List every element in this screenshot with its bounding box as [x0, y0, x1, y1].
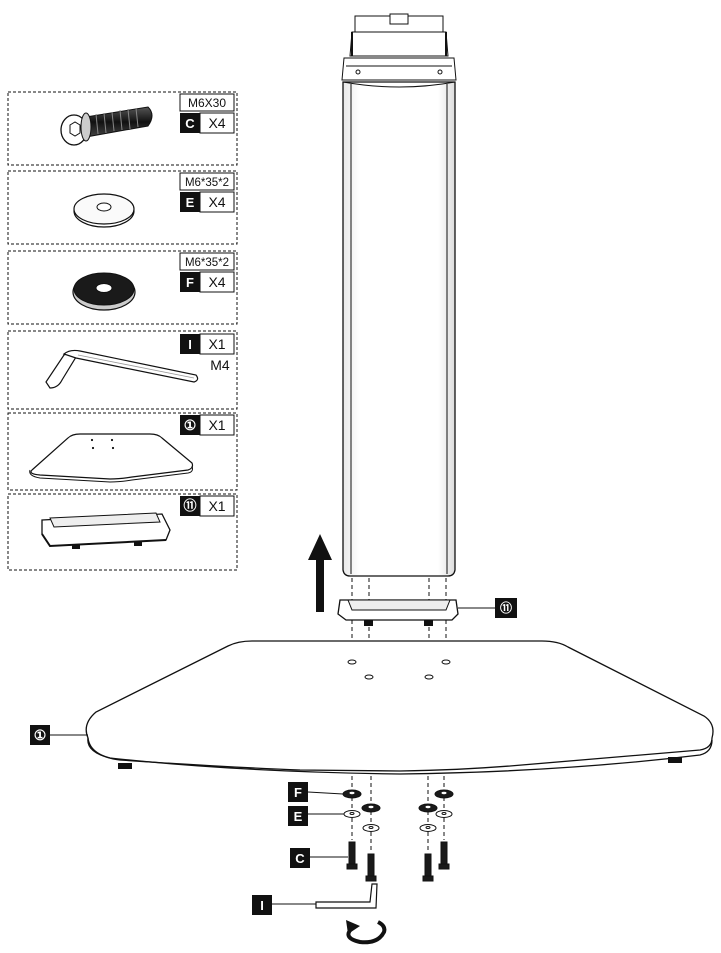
part-letter-bracket: ⑪: [183, 498, 196, 513]
washer-f-right2: [418, 803, 438, 813]
callout-base-label: ①: [34, 727, 47, 743]
column: [342, 81, 456, 577]
callout-e-label: E: [294, 809, 303, 824]
part-qty-c: X4: [208, 115, 225, 131]
callout-bracket: ⑪: [458, 598, 517, 618]
base-plate: [85, 640, 714, 775]
callout-e: E: [288, 806, 344, 826]
part-qty-base: X1: [208, 417, 225, 433]
washer-f-right: [434, 789, 454, 799]
washer-f-left: [342, 789, 362, 799]
part-letter-e: E: [186, 195, 195, 210]
callout-c-label: C: [295, 851, 305, 866]
callout-f: F: [288, 782, 344, 802]
part-box-bracket: [7, 493, 238, 571]
part-spec-e: M6*35*2: [185, 177, 229, 189]
bolt-right-1: [422, 853, 434, 882]
washer-e-image: [73, 193, 135, 228]
part-box-i: [7, 330, 238, 410]
bracket-image: [41, 512, 171, 549]
label-spec-f: M6*35*2 F X4: [179, 252, 235, 293]
label-spec-i: I X1 M4: [180, 333, 235, 373]
part-qty-bracket: X1: [208, 498, 225, 514]
base-plate-image: [29, 433, 194, 483]
part-spec-i: M4: [210, 357, 230, 373]
up-arrow-icon: [308, 534, 332, 612]
part-spec-c: M6X30: [188, 96, 226, 110]
part-spec-f: M6*35*2: [185, 257, 229, 269]
parts-list: [7, 91, 238, 571]
part-box-e: [7, 170, 238, 245]
bolt-c-image: [60, 106, 153, 146]
bolt-left-1: [346, 841, 358, 870]
part-letter-i: I: [188, 337, 192, 352]
hex-key-image: [45, 349, 199, 389]
part-box-base: [7, 412, 238, 491]
callout-base: ①: [30, 725, 88, 745]
part-letter-f: F: [186, 275, 194, 290]
callout-i: I: [252, 895, 316, 915]
bolt-left-2: [365, 853, 377, 882]
column-top-fitting: [341, 13, 457, 81]
callout-c: C: [290, 848, 348, 868]
part-box-f: [7, 250, 238, 325]
part-qty-e: X4: [208, 194, 225, 210]
washers-stack: [342, 789, 454, 832]
label-spec-c: M6X30 C X4: [179, 93, 235, 134]
washer-f-image: [72, 272, 136, 311]
label-spec-base: ① X1: [180, 414, 235, 436]
callout-i-label: I: [260, 898, 264, 913]
washer-e-right2: [419, 824, 437, 832]
label-spec-bracket: ⑪ X1: [180, 495, 235, 517]
label-spec-e: M6*35*2 E X4: [179, 172, 235, 213]
alignment-guides-upper: [351, 578, 447, 676]
part-qty-i: X1: [208, 336, 225, 352]
washer-f-left2: [361, 803, 381, 813]
bolt-right-2: [438, 841, 450, 870]
callout-f-label: F: [294, 785, 302, 800]
washer-e-left: [343, 810, 361, 818]
part-box-c: [7, 91, 238, 166]
bolts: [346, 841, 450, 882]
part-letter-c: C: [185, 116, 195, 131]
washer-e-right: [435, 810, 453, 818]
alignment-guides-lower: [351, 776, 445, 852]
part-letter-base: ①: [184, 417, 197, 433]
bracket-assembly: [337, 599, 459, 626]
rotate-clockwise-icon: [346, 920, 387, 945]
part-qty-f: X4: [208, 274, 225, 290]
washer-e-left2: [362, 824, 380, 832]
callout-bracket-label: ⑪: [500, 600, 512, 615]
hex-key-in-use: [315, 883, 378, 909]
